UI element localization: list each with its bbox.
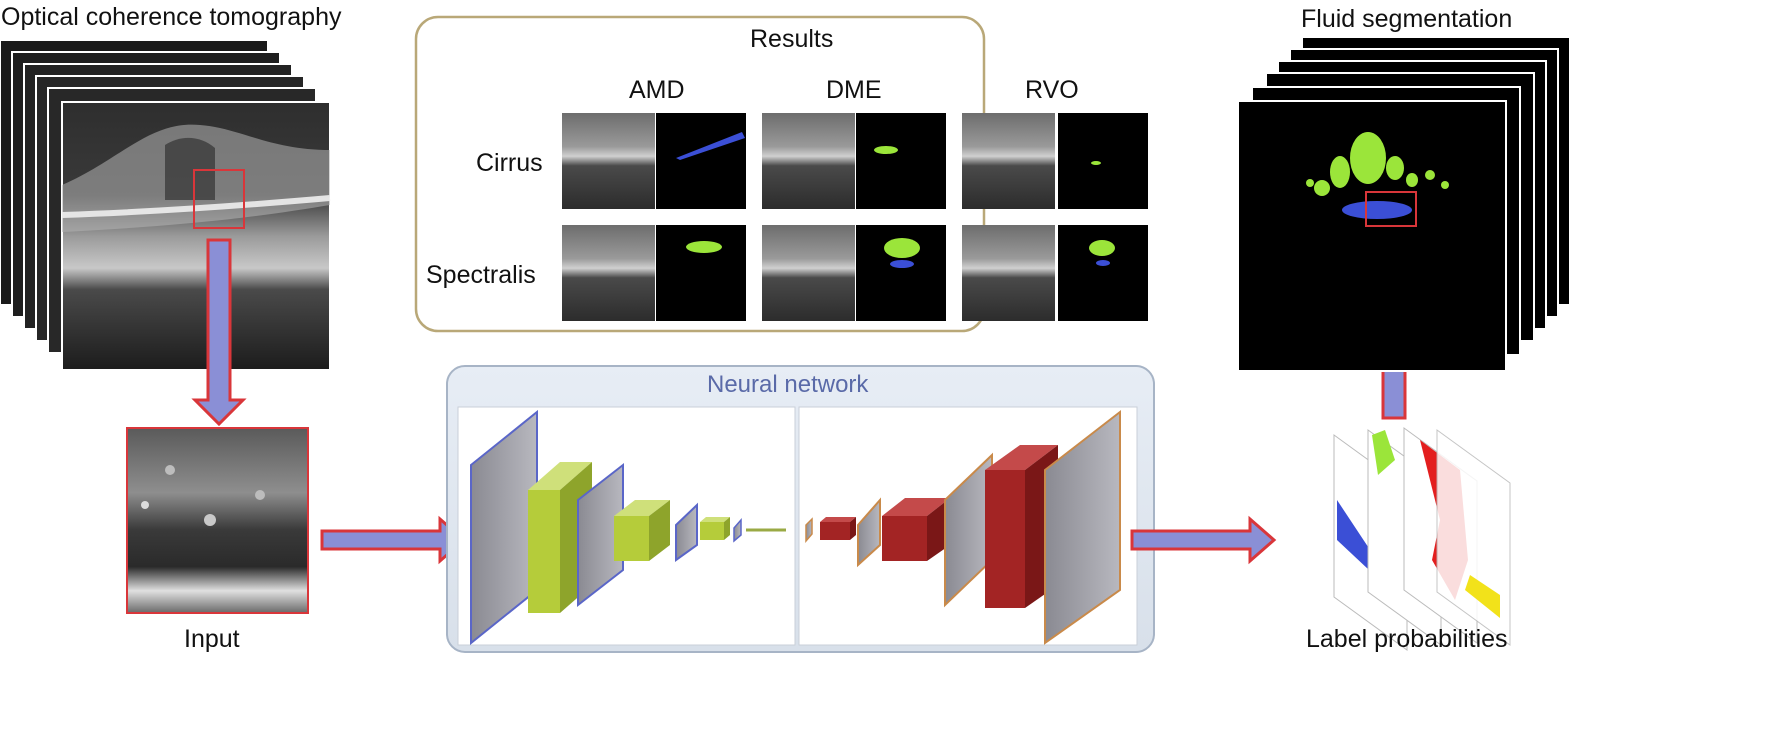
results-title: Results [750,25,834,53]
fluid-segmentation-title: Fluid segmentation [1301,5,1513,33]
arrow-network-to-labels [1130,515,1277,565]
label-probabilities-title: Label probabilities [1306,625,1508,653]
fluid-roi-box [1365,191,1417,227]
thumb-dme-cirrus-oct [762,113,855,209]
decoder-layers [805,409,1121,645]
thumb-amd-cirrus-seg [656,113,746,209]
thumb-dme-cirrus-seg [856,113,946,209]
fluid-segmentation-stack [1237,36,1571,372]
arrow-down-input [191,238,247,427]
thumb-rvo-cirrus-oct [962,113,1055,209]
thumb-rvo-spectralis-oct [962,225,1055,321]
thumb-dme-spectralis-oct [762,225,855,321]
arrow-input-to-network [320,515,467,565]
oct-roi-box [193,169,245,229]
oct-image-stack [0,39,331,371]
label-probability-maps [1333,427,1511,651]
results-col-dme: DME [826,76,882,104]
input-patch [126,427,309,614]
results-row-spectralis: Spectralis [426,261,536,289]
thumb-amd-spectralis-seg [656,225,746,321]
thumb-amd-cirrus-oct [562,113,655,209]
neural-network-title: Neural network [707,371,869,398]
encoder-layers [470,409,786,646]
results-col-amd: AMD [629,76,685,104]
results-col-rvo: RVO [1025,76,1079,104]
results-row-cirrus: Cirrus [476,149,543,177]
thumb-rvo-spectralis-seg [1058,225,1148,321]
oct-title: Optical coherence tomography [1,3,342,31]
input-label: Input [184,625,240,653]
thumb-amd-spectralis-oct [562,225,655,321]
thumb-rvo-cirrus-seg [1058,113,1148,209]
results-grid [562,113,1148,321]
